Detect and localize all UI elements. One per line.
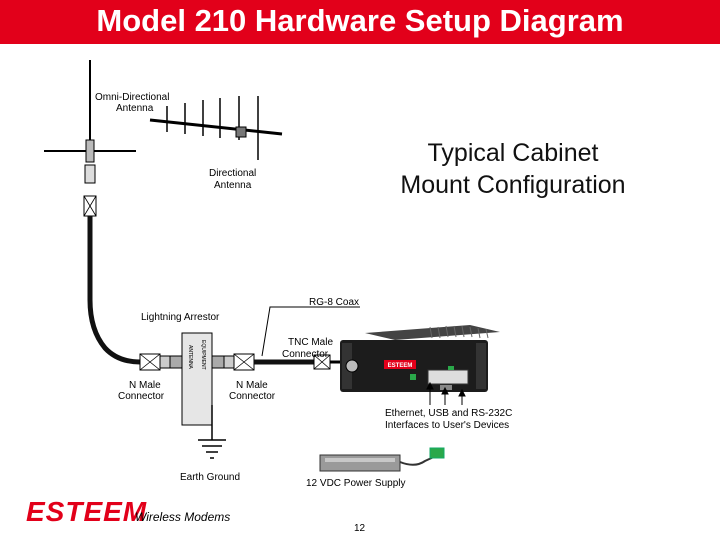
lightning-arrestor xyxy=(169,332,225,426)
power-supply xyxy=(319,447,445,472)
tnc-connector-label-line1: TNC Male xyxy=(288,337,334,348)
interface-arrows xyxy=(426,381,466,405)
typical-cabinet-line2: Mount Configuration xyxy=(400,171,626,199)
ethernet-label-line2: Interfaces to User's Devices xyxy=(385,420,510,431)
model-210-radio xyxy=(340,325,500,392)
typical-cabinet-line1: Typical Cabinet xyxy=(427,139,599,167)
earth-ground-label: Earth Ground xyxy=(180,472,241,483)
omni-antenna-label-line1: Omni-Directional xyxy=(95,92,170,103)
earth-ground-symbol xyxy=(198,405,226,459)
typical-cabinet-heading: Typical Cabinet Mount Configuration xyxy=(372,137,654,201)
power-supply-label: 12 VDC Power Supply xyxy=(306,478,406,489)
n-male-right-label-line2: Connector xyxy=(229,391,276,402)
omni-antenna-label-line2: Antenna xyxy=(116,103,154,114)
title-bar xyxy=(0,0,720,44)
lightning-arrestor-label: Lightning Arrestor xyxy=(141,312,220,323)
tnc-connector-label-line2: Connector xyxy=(282,349,329,360)
page-number: 12 xyxy=(354,523,366,534)
esteem-logo: ESTEEM xyxy=(26,496,148,527)
n-male-left-label-line2: Connector xyxy=(118,391,165,402)
n-male-left-label-line1: N Male xyxy=(129,380,161,391)
page-title: Model 210 Hardware Setup Diagram xyxy=(96,3,624,38)
radio-brand-label: ESTEEM xyxy=(388,363,413,369)
ethernet-label-line1: Ethernet, USB and RS-232C xyxy=(385,408,513,419)
rg8-leader-line xyxy=(261,306,360,357)
wireless-modems-tagline: Wireless Modems xyxy=(135,510,231,524)
n-male-connector-left xyxy=(139,353,171,371)
n-male-connector-right xyxy=(223,353,255,371)
rg8-coax-cable xyxy=(87,216,141,365)
directional-antenna-label-line2: Antenna xyxy=(214,180,252,191)
arrestor-equipment-text: EQUIPMENT xyxy=(200,340,206,370)
rg8-coax-label: RG-8 Coax xyxy=(309,297,360,308)
directional-antenna-label-line1: Directional xyxy=(209,168,257,179)
directional-antenna xyxy=(149,96,283,160)
arrestor-antenna-text: ANTENNA xyxy=(187,345,193,370)
n-male-right-label-line1: N Male xyxy=(236,380,268,391)
omni-antenna xyxy=(44,60,136,217)
